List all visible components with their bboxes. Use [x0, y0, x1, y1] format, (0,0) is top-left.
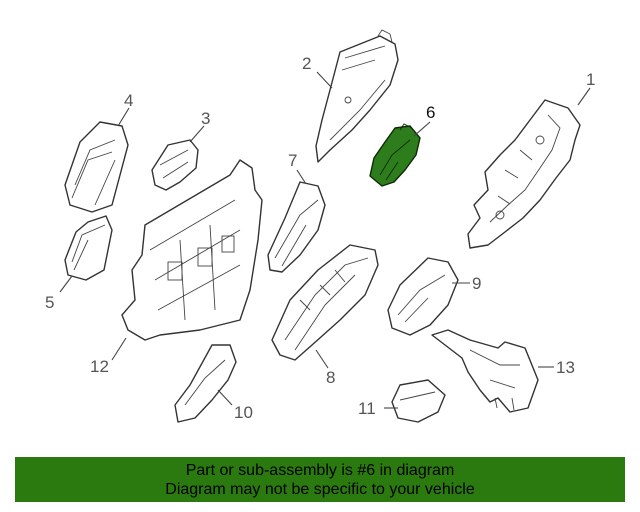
callout-10: 10: [234, 403, 253, 422]
callout-5: 5: [45, 293, 54, 312]
part-10[interactable]: [174, 344, 237, 423]
callout-12: 12: [90, 357, 109, 376]
callout-2: 2: [302, 54, 311, 73]
part-5[interactable]: [64, 215, 113, 281]
callout-8: 8: [326, 368, 335, 387]
banner-line-2: Diagram may not be specific to your vehi…: [165, 481, 475, 498]
callout-labels: 1 2 3 4 5 6 7 8 9 10 11 12 13: [45, 54, 595, 422]
callout-7: 7: [288, 151, 297, 170]
info-banner: Part or sub-assembly is #6 in diagram Di…: [15, 457, 625, 502]
callout-13: 13: [556, 358, 575, 377]
leader-lines: [59, 71, 591, 409]
part-11[interactable]: [391, 379, 446, 423]
part-13[interactable]: [431, 329, 539, 413]
banner-line-1: Part or sub-assembly is #6 in diagram: [185, 462, 455, 479]
part-8[interactable]: [271, 244, 379, 361]
callout-3: 3: [201, 109, 210, 128]
callout-4: 4: [124, 91, 133, 110]
part-9[interactable]: [387, 257, 459, 336]
part-1[interactable]: [467, 99, 581, 249]
part-6-highlighted[interactable]: [369, 123, 421, 187]
callout-1: 1: [586, 70, 595, 89]
callout-6: 6: [426, 103, 435, 122]
part-3[interactable]: [151, 139, 199, 191]
part-4[interactable]: [64, 121, 129, 213]
part-12[interactable]: [121, 159, 263, 341]
callout-11: 11: [358, 399, 376, 418]
parts-diagram: 1 2 3 4 5 6 7 8 9 10 11 12 13: [45, 29, 595, 423]
callout-9: 9: [472, 274, 481, 293]
part-7[interactable]: [267, 181, 326, 273]
part-2[interactable]: [315, 29, 399, 163]
